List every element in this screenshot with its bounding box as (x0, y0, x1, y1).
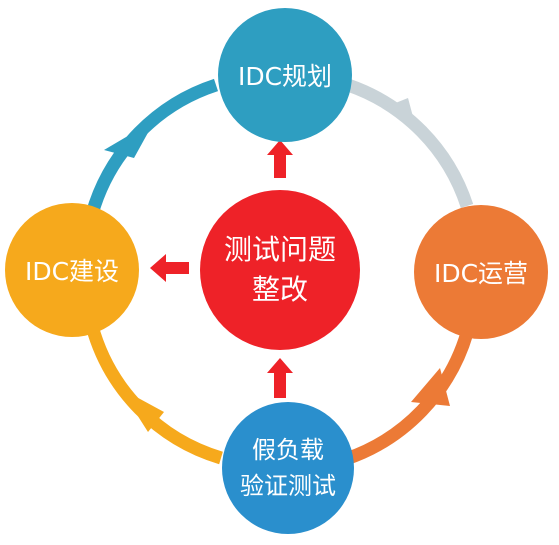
node-idc-construction: IDC建设 (5, 203, 139, 337)
ring-arrow-build-to-test (120, 388, 164, 432)
node-idc-planning: IDC规划 (218, 8, 352, 142)
ring-arc-test-to-ops (343, 331, 474, 466)
node-issue-rectification-line1: 测试问题 (223, 233, 336, 266)
red-arrow-down (267, 358, 293, 398)
ring-arrow-ops-to-plan (383, 98, 416, 128)
ring-arc-build-to-test (85, 324, 223, 465)
red-arrow-up (267, 140, 293, 178)
ring-arc-ops-to-plan (345, 78, 474, 209)
node-dummy-load-test-line2: 验证测试 (240, 472, 336, 500)
node-dummy-load-test-line1: 假负载 (252, 436, 324, 464)
node-idc-planning-label: IDC规划 (237, 62, 333, 91)
node-issue-rectification: 测试问题 整改 (200, 190, 360, 350)
ring-arrow-test-to-ops (411, 368, 450, 406)
node-idc-operation-label: IDC运营 (433, 259, 529, 288)
node-dummy-load-test: 假负载 验证测试 (222, 402, 354, 534)
node-issue-rectification-line2: 整改 (251, 273, 308, 306)
red-arrow-left (150, 254, 189, 282)
node-idc-operation: IDC运营 (414, 205, 548, 339)
node-idc-construction-label: IDC建设 (24, 257, 120, 286)
ring-arrow-plan-to-build (104, 120, 155, 158)
